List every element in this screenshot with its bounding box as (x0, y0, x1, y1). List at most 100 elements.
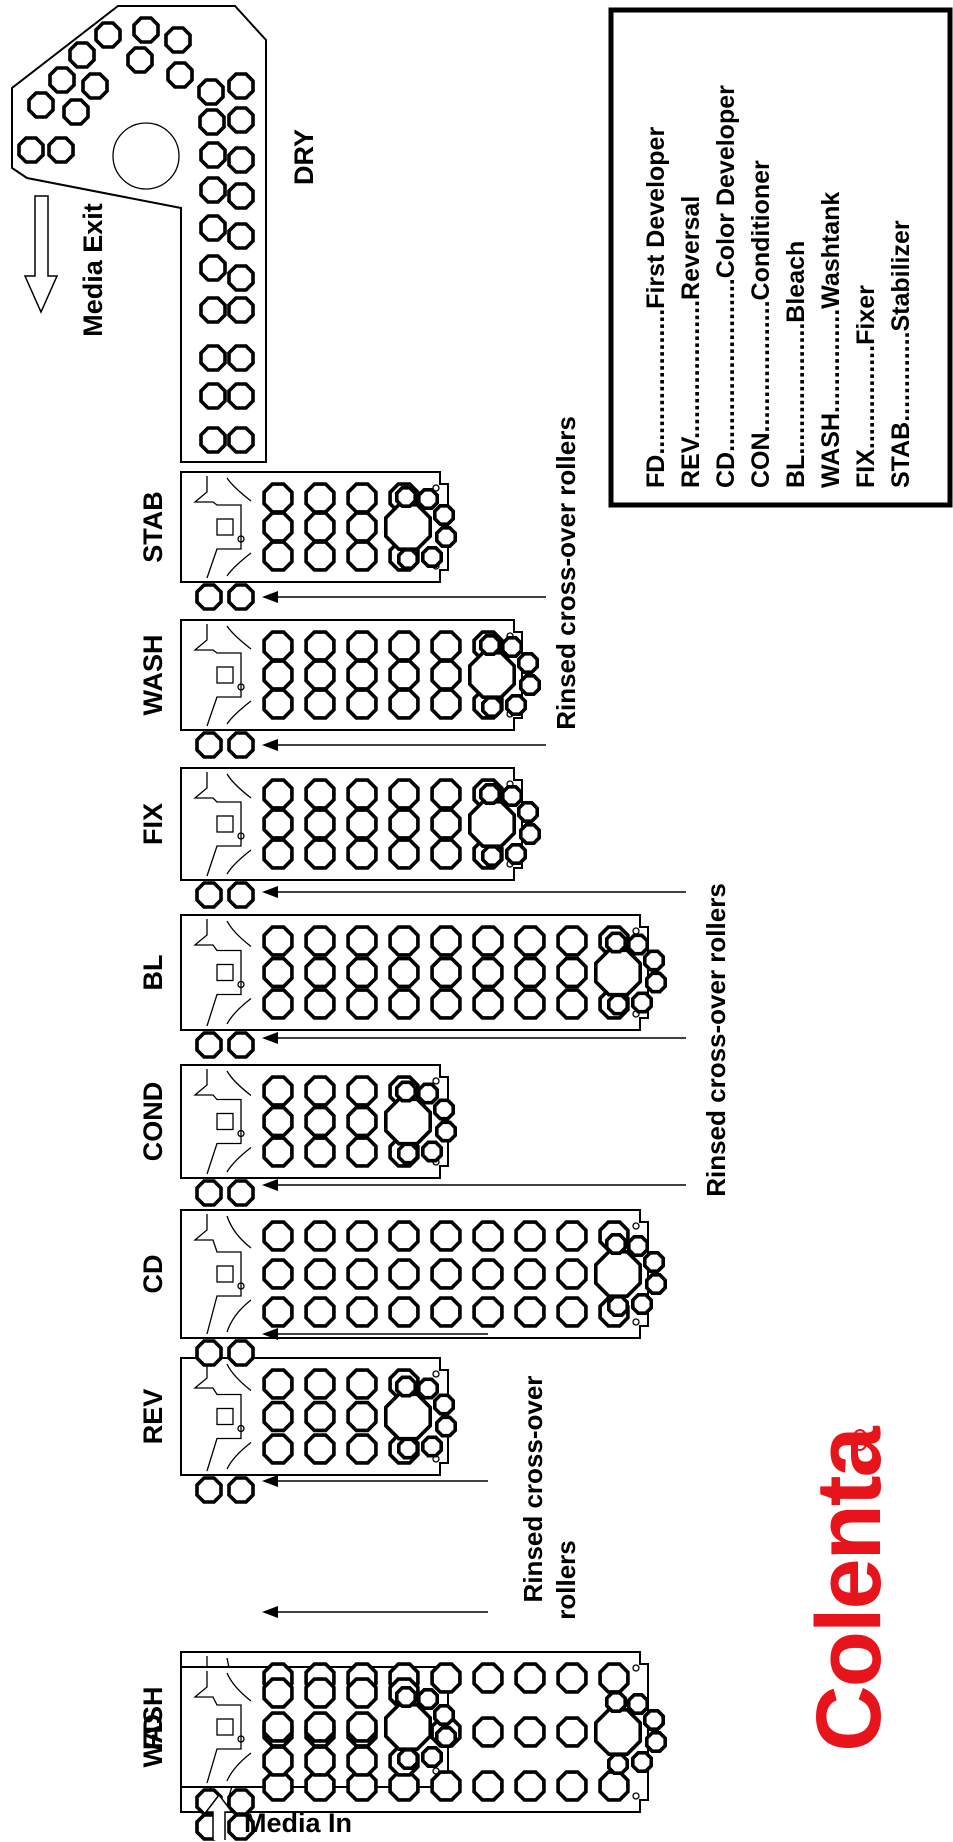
rack-roller (262, 1136, 294, 1168)
dryer-roller (68, 41, 96, 69)
guide-roller (434, 525, 458, 549)
rack-roller (304, 1136, 336, 1168)
crossover-roller (195, 1476, 223, 1504)
rack-pin (237, 1129, 245, 1138)
guide-roller (500, 784, 524, 808)
crossover-roller (195, 881, 223, 909)
rack-roller (472, 1716, 504, 1748)
dryer-roller (227, 344, 255, 372)
dryer-roller (199, 382, 227, 410)
rack-roller (304, 1220, 336, 1252)
rack-roller (304, 1400, 336, 1433)
guide-roller (396, 1142, 420, 1165)
rack-roller (514, 1258, 546, 1290)
legend-entry: BL...................Bleach (782, 241, 810, 488)
crossover-roller (195, 731, 223, 759)
rack-roller (430, 1220, 462, 1252)
rack-roller (430, 1258, 462, 1290)
dryer-roller (199, 141, 227, 169)
rack-roller (262, 956, 294, 989)
rack-roller (388, 956, 420, 989)
rack-bolt (632, 1664, 640, 1672)
dryer-roller (94, 21, 122, 49)
dryer-roller (227, 72, 255, 100)
rack-guide (193, 772, 242, 877)
rack-roller (598, 1770, 630, 1802)
guide-roller (604, 1691, 628, 1713)
rack-roller (262, 1220, 294, 1252)
rack-roller (346, 1677, 378, 1709)
rack-guide (193, 1214, 242, 1335)
dryer-roller (227, 264, 255, 292)
crossover-roller (227, 583, 255, 611)
guide-roller (480, 695, 504, 719)
rack-roller (346, 1220, 378, 1252)
rack-pin (237, 1735, 245, 1743)
crossover-arrow (262, 1475, 488, 1487)
crossover-roller (195, 1179, 223, 1207)
rack-guide-curve (226, 1070, 252, 1173)
tank-label: WASH (138, 635, 168, 716)
dryer-rollers (17, 16, 255, 454)
rack-roller (304, 688, 336, 720)
rack-roller (304, 1711, 336, 1743)
crossover-label-upper: Rinsed cross-over rollers (551, 416, 581, 730)
dryer-roller (227, 146, 255, 174)
rack-roller (346, 1136, 378, 1168)
rack-roller (346, 688, 378, 720)
rack-roller (346, 1400, 378, 1433)
guide-roller (396, 1437, 420, 1460)
tank-label: COND (138, 1082, 168, 1162)
logo-text: Colenta (798, 1425, 900, 1751)
guide-roller (516, 800, 540, 824)
rack-roller (472, 1770, 504, 1802)
tank-label: FD (138, 1714, 168, 1750)
rack-roller (346, 630, 378, 662)
rack-roller (262, 838, 294, 870)
rack-roller (514, 1770, 546, 1802)
rack-roller (346, 1258, 378, 1290)
logo-mark-icon (852, 1429, 868, 1451)
rack-roller (346, 988, 378, 1020)
dryer-roller (227, 426, 255, 454)
rack-block (216, 1265, 234, 1283)
legend-entry: REV....................Reversal (677, 196, 705, 488)
rack-roller (346, 838, 378, 870)
rack-roller (472, 956, 504, 989)
guide-roller (642, 949, 666, 972)
rack-roller (262, 1400, 294, 1433)
guide-roller (432, 503, 456, 527)
rack-guide (193, 919, 242, 1027)
rack-roller (430, 956, 462, 989)
rack-roller (262, 988, 294, 1020)
dryer-roller (17, 136, 45, 164)
guide-roller (644, 1731, 668, 1753)
crossover-roller (227, 1813, 255, 1841)
rack-roller (430, 1770, 462, 1802)
guide-roller (480, 844, 504, 868)
turnaround-roller (383, 1097, 433, 1146)
crossover-arrow (262, 1606, 488, 1618)
rack-roller (388, 988, 420, 1020)
rack-roller (346, 925, 378, 957)
rack-roller (472, 988, 504, 1020)
rack-block (216, 815, 234, 833)
crossover-roller (227, 1339, 255, 1367)
rack-block (216, 1718, 234, 1736)
turnaround-roller (383, 1392, 433, 1441)
guide-roller (630, 1293, 654, 1315)
rack-bolt (632, 1792, 640, 1800)
rack-roller (388, 688, 420, 720)
rack-roller (388, 1770, 420, 1802)
guide-roller (396, 1748, 420, 1770)
crossover-roller (227, 1179, 255, 1207)
rack-roller (346, 1711, 378, 1743)
guide-roller (642, 1709, 666, 1731)
guide-roller (606, 1753, 630, 1775)
rack-block (216, 518, 234, 536)
legend-entry: STAB.............Stabilizer (887, 220, 915, 488)
rack-roller (472, 925, 504, 957)
crossover-arrow (262, 886, 686, 898)
rack-roller (430, 688, 462, 720)
